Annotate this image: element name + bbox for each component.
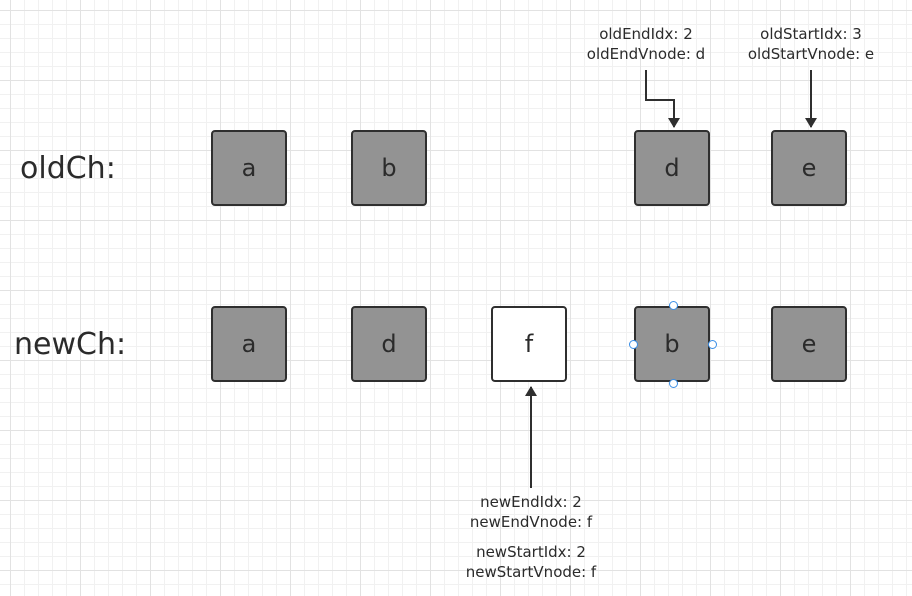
selection-handle-top[interactable]: [669, 301, 678, 310]
old-node-e[interactable]: e: [771, 130, 847, 206]
new-node-a[interactable]: a: [211, 306, 287, 382]
old-end-arrow: [645, 70, 680, 128]
selection-handle-right[interactable]: [708, 340, 717, 349]
selection-handle-bottom[interactable]: [669, 379, 678, 388]
old-start-idx: oldStartIdx: 3: [760, 25, 862, 43]
old-node-b[interactable]: b: [351, 130, 427, 206]
new-end-vnode: newEndVnode: f: [469, 513, 593, 531]
old-end-pointer-label: oldEndIdx: 2 oldEndVnode: d: [587, 24, 705, 64]
new-node-f[interactable]: f: [491, 306, 567, 382]
old-node-a[interactable]: a: [211, 130, 287, 206]
new-end-idx: newEndIdx: 2: [480, 493, 582, 511]
old-node-d[interactable]: d: [634, 130, 710, 206]
old-start-pointer-label: oldStartIdx: 3 oldStartVnode: e: [748, 24, 874, 64]
old-start-vnode: oldStartVnode: e: [747, 45, 875, 63]
old-end-vnode: oldEndVnode: d: [586, 45, 706, 63]
new-start-idx: newStartIdx: 2: [476, 543, 586, 561]
old-children-label: oldCh:: [20, 151, 116, 186]
old-end-idx: oldEndIdx: 2: [599, 25, 693, 43]
selection-handle-left[interactable]: [629, 340, 638, 349]
new-node-d[interactable]: d: [351, 306, 427, 382]
new-children-label: newCh:: [14, 327, 127, 362]
new-start-pointer-label: newStartIdx: 2 newStartVnode: f: [466, 542, 596, 582]
new-start-vnode: newStartVnode: f: [465, 563, 597, 581]
new-end-pointer-label: newEndIdx: 2 newEndVnode: f: [470, 492, 592, 532]
new-node-e[interactable]: e: [771, 306, 847, 382]
